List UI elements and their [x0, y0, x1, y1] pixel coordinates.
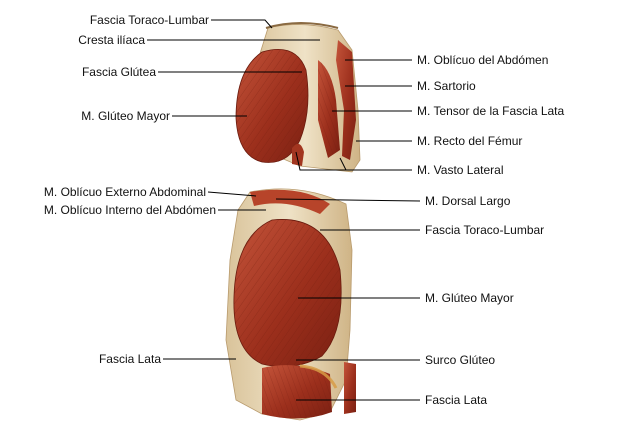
label-top-sartorio: M. Sartorio: [417, 79, 476, 93]
leader-bottom-oblicuo-ext: [207, 191, 257, 197]
bottom-oblique-band: [250, 189, 330, 214]
label-bottom-surco-gluteo: Surco Glúteo: [425, 353, 496, 367]
leader-top-vasto-2: [339, 157, 347, 171]
label-bottom-fascia-toraco-lumbar: Fascia Toraco-Lumbar: [425, 223, 545, 237]
top-sartorius: [336, 40, 356, 160]
bottom-figure: [225, 188, 356, 421]
bottom-thigh-fibers: [262, 365, 332, 419]
label-top-gluteo-mayor: M. Glúteo Mayor: [81, 109, 170, 123]
top-iliac-crest: [265, 22, 339, 29]
leader-top-vasto: [295, 151, 412, 171]
top-vastus-lateral: [292, 143, 304, 166]
leader-lines: [147, 19, 421, 401]
label-top-obliquo-abdomen: M. Oblícuo del Abdómen: [417, 53, 549, 67]
label-top-fascia-glutea: Fascia Glútea: [81, 65, 156, 79]
label-bottom-obliquo-interno: M. Oblícuo Interno del Abdómen: [43, 203, 216, 217]
label-bottom-fascia-lata-left: Fascia Lata: [98, 352, 161, 366]
top-tensor-fibers: [318, 60, 340, 158]
label-top-recto-femur: M. Recto del Fémur: [417, 134, 523, 148]
bottom-gluteus-fibers: [233, 219, 342, 367]
bottom-lateral-strip: [344, 362, 356, 414]
label-top-vasto-lateral: M. Vasto Lateral: [417, 163, 504, 177]
label-top-cresta-iliaca: Cresta ilíaca: [78, 33, 145, 47]
bottom-gluteal-fold: [299, 364, 338, 389]
label-bottom-fascia-lata-right: Fascia Lata: [425, 393, 488, 407]
label-bottom-gluteo-mayor: M. Glúteo Mayor: [425, 291, 514, 305]
label-top-tensor-fascia-lata: M. Tensor de la Fascia Lata: [417, 104, 565, 118]
leader-top-fascia-toraco: [211, 19, 273, 29]
top-gluteus-fibers: [236, 49, 308, 163]
label-bottom-obliquo-externo: M. Oblícuo Externo Abdominal: [43, 185, 206, 199]
leader-bottom-dorsal: [275, 198, 421, 202]
label-bottom-dorsal-largo: M. Dorsal Largo: [425, 194, 511, 208]
top-figure: [235, 22, 361, 173]
label-top-fascia-toraco-lumbar: Fascia Toraco-Lumbar: [89, 13, 209, 27]
